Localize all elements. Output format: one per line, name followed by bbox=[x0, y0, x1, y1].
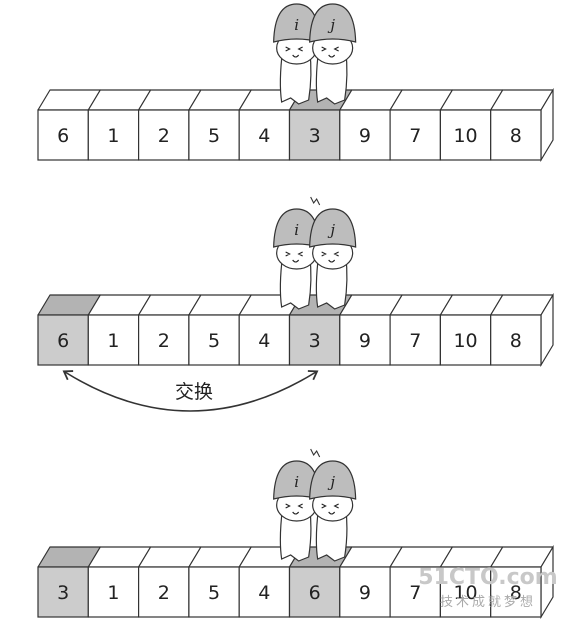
cell-value: 9 bbox=[359, 330, 371, 352]
surprise-mark-icon bbox=[310, 196, 321, 206]
cell-value: 7 bbox=[409, 125, 421, 147]
helmet-icon bbox=[273, 208, 321, 248]
array-cell bbox=[138, 566, 190, 618]
pointer-j-character: j bbox=[309, 3, 357, 105]
character-eyes bbox=[321, 251, 339, 257]
pointer-i-label: i bbox=[294, 16, 299, 34]
character-mouth bbox=[292, 54, 300, 58]
cell-value: 9 bbox=[359, 582, 371, 604]
array-cell bbox=[87, 314, 140, 366]
cell-value: 7 bbox=[409, 330, 421, 352]
helmet-icon bbox=[273, 3, 321, 43]
cell-value: 9 bbox=[359, 125, 371, 147]
pointer-i-label: i bbox=[294, 221, 299, 239]
pointer-i-character: i bbox=[273, 208, 321, 310]
watermark-brand: 51CTO.com bbox=[418, 565, 557, 590]
array-cell bbox=[490, 566, 542, 618]
pointer-i-label: i bbox=[294, 473, 299, 491]
cell-value: 3 bbox=[309, 330, 321, 352]
array-cell bbox=[389, 314, 442, 366]
cell-value: 8 bbox=[510, 330, 522, 352]
watermark-subtitle: 技术成就梦想 bbox=[440, 594, 536, 610]
helmet-icon bbox=[309, 3, 357, 43]
array-cell bbox=[188, 566, 240, 618]
character-eyes bbox=[321, 503, 339, 509]
character-eyes bbox=[285, 46, 303, 52]
pointer-j-character: j bbox=[309, 208, 357, 310]
cell-value: 2 bbox=[158, 582, 170, 604]
cell-value: 1 bbox=[107, 582, 119, 604]
cell-value: 8 bbox=[510, 125, 522, 147]
array-cell bbox=[238, 109, 291, 161]
pointer-j-label: j bbox=[327, 473, 335, 491]
cell-value: 10 bbox=[453, 330, 477, 352]
array-cell bbox=[87, 109, 140, 161]
character-eyes bbox=[321, 46, 339, 52]
array-cell bbox=[439, 109, 492, 161]
array-cell bbox=[389, 566, 442, 618]
array-cell bbox=[490, 109, 542, 161]
cell-value: 5 bbox=[208, 125, 220, 147]
array-cell-highlighted bbox=[288, 109, 341, 161]
pointer-j-label: j bbox=[327, 16, 335, 34]
character-mouth bbox=[292, 511, 300, 515]
pointer-j-label: j bbox=[327, 221, 335, 239]
character-eyes bbox=[285, 503, 303, 509]
cell-value: 4 bbox=[258, 582, 270, 604]
cell-value: 4 bbox=[258, 330, 270, 352]
array-cell-highlighted bbox=[37, 314, 89, 366]
helmet-icon bbox=[273, 460, 321, 500]
cell-value: 1 bbox=[107, 330, 119, 352]
character-mouth bbox=[292, 259, 300, 263]
array-cell bbox=[37, 109, 89, 161]
cell-value: 10 bbox=[453, 125, 477, 147]
pointer-i-character: i bbox=[273, 460, 321, 562]
cell-value: 8 bbox=[510, 582, 522, 604]
pointer-i-character: i bbox=[273, 3, 321, 105]
swap-label: 交换 bbox=[175, 381, 213, 403]
pointer-j-character: j bbox=[309, 460, 357, 562]
cell-value: 3 bbox=[309, 125, 321, 147]
array-cell bbox=[87, 566, 140, 618]
swap-arrow bbox=[62, 370, 319, 412]
cell-value: 5 bbox=[208, 582, 220, 604]
helmet-icon bbox=[309, 460, 357, 500]
cell-value: 5 bbox=[208, 330, 220, 352]
cell-value: 7 bbox=[409, 582, 421, 604]
array-cell-highlighted bbox=[288, 314, 341, 366]
array-cell bbox=[439, 314, 492, 366]
surprise-mark-icon bbox=[310, 448, 321, 458]
array-cell-highlighted bbox=[288, 566, 341, 618]
cell-value: 4 bbox=[258, 125, 270, 147]
cell-value: 2 bbox=[158, 330, 170, 352]
array-cell-highlighted bbox=[37, 566, 89, 618]
array-cell bbox=[138, 109, 190, 161]
array-cell bbox=[490, 314, 542, 366]
character-mouth bbox=[328, 259, 336, 263]
character-mouth bbox=[328, 54, 336, 58]
helmet-icon bbox=[309, 208, 357, 248]
cell-value: 6 bbox=[309, 582, 321, 604]
cell-value: 2 bbox=[158, 125, 170, 147]
cell-value: 6 bbox=[57, 125, 69, 147]
array-cell bbox=[339, 109, 391, 161]
character-mouth bbox=[328, 511, 336, 515]
array-cell bbox=[339, 314, 391, 366]
cell-value: 10 bbox=[453, 582, 477, 604]
array-cell bbox=[439, 566, 492, 618]
watermark-logo: 51CTO.com 技术成就梦想 bbox=[418, 565, 557, 610]
cell-value: 3 bbox=[57, 582, 69, 604]
character-eyes bbox=[285, 251, 303, 257]
cell-value: 1 bbox=[107, 125, 119, 147]
cell-value: 6 bbox=[57, 330, 69, 352]
array-cell bbox=[339, 566, 391, 618]
